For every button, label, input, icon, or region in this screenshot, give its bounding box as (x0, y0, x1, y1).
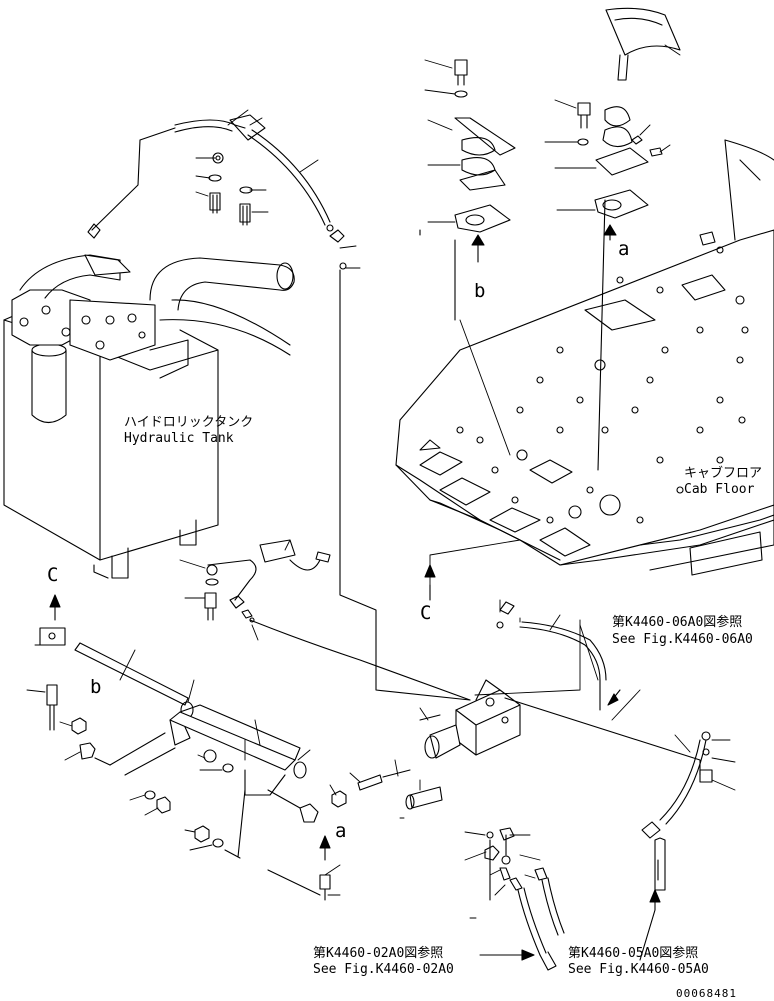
view-letter-b-top: b (474, 280, 486, 302)
pedal-a-assembly (577, 7, 681, 471)
reference-05a0-jp: 第K4460-05A0図参照 (568, 946, 699, 961)
hydraulic-lines (249, 269, 713, 891)
view-letter-b-left: b (90, 676, 102, 698)
reference-05a0-en: See Fig.K4460-05A0 (568, 962, 709, 977)
cab-floor (395, 139, 774, 576)
tank-return-hose (87, 119, 331, 239)
reference-06a0-en: See Fig.K4460-06A0 (612, 632, 753, 647)
view-letter-a-top: a (618, 238, 630, 260)
switch-and-harness (204, 539, 331, 623)
reference-06a0-jp: 第K4460-06A0図参照 (612, 615, 743, 630)
reference-02a0-jp: 第K4460-02A0図参照 (313, 946, 444, 961)
bottom-fittings (484, 827, 565, 971)
floor-label-jp: キャブフロア (684, 466, 763, 481)
control-valve (419, 679, 521, 759)
tank-label-jp: ハイドロリックタンク (124, 415, 254, 430)
reference-02a0-en: See Fig.K4460-02A0 (313, 962, 454, 977)
linkage-rod (39, 627, 443, 901)
leader-lines (26, 44, 736, 919)
tank-label-en: Hydraulic Tank (124, 431, 234, 446)
view-letter-a-bottom: a (335, 820, 347, 842)
pedal-b-assembly (454, 59, 516, 321)
floor-label-en: Cab Floor (684, 482, 755, 497)
document-id: 00068481 (676, 987, 737, 1000)
hydraulic-tank (3, 254, 295, 579)
direction-arrows (49, 229, 661, 961)
view-letter-c-left: C (47, 564, 59, 586)
top-fasteners (208, 114, 347, 270)
view-letter-c-middle: C (420, 602, 432, 624)
